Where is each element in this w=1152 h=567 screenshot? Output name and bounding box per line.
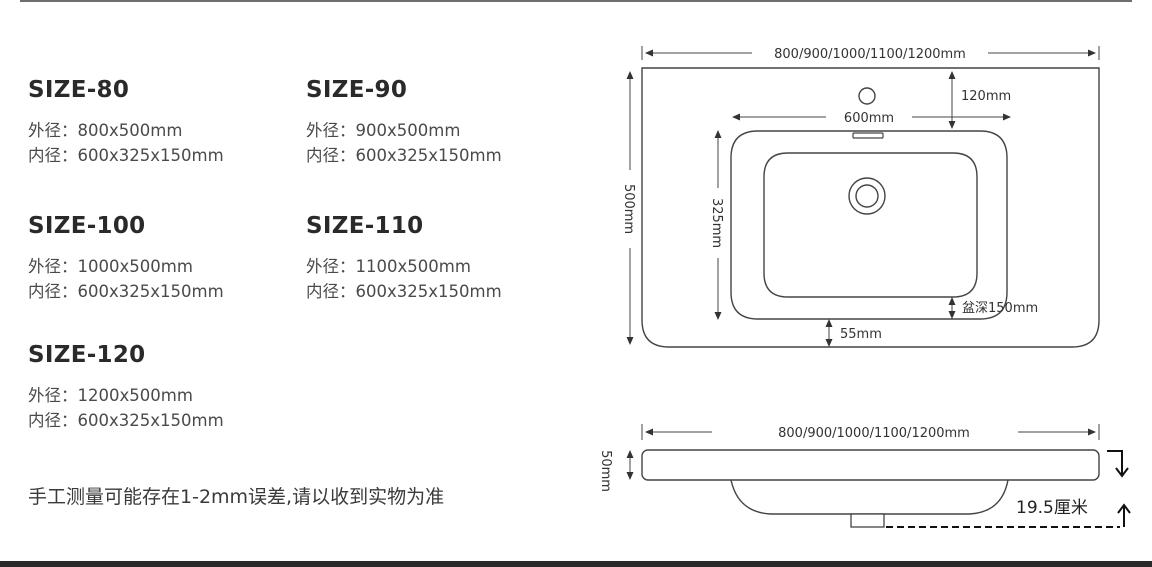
top-view: 800/900/1000/1100/1200mm 500mm 120mm 600… bbox=[621, 46, 1100, 348]
front-margin-dimension: 55mm bbox=[825, 319, 882, 347]
counter-slab-outline bbox=[641, 449, 1100, 481]
height-label: 500mm bbox=[621, 184, 636, 234]
drain-icon bbox=[848, 177, 886, 215]
thickness-dimension: 50mm bbox=[598, 450, 634, 492]
outer-dimension-label: 外径： bbox=[28, 121, 78, 140]
outer-dimension-value: 800x500mm bbox=[77, 121, 183, 140]
overflow-slot bbox=[852, 132, 884, 139]
total-depth-label: 19.5厘米 bbox=[1016, 498, 1088, 518]
size-spec-100: SIZE-100 外径：1000x500mm 内径：600x325x150mm bbox=[28, 212, 224, 304]
size-spec-120: SIZE-120 外径：1200x500mm 内径：600x325x150mm bbox=[28, 341, 224, 433]
inner-dimension-value: 600x325x150mm bbox=[77, 411, 224, 430]
outer-dimension-label: 外径： bbox=[306, 257, 356, 276]
measurement-error-note: 手工测量可能存在1-2mm误差,请以收到实物为准 bbox=[28, 486, 445, 508]
size-spec-110: SIZE-110 外径：1100x500mm 内径：600x325x150mm bbox=[306, 212, 502, 304]
inner-dimension-value: 600x325x150mm bbox=[355, 282, 502, 301]
size-title: SIZE-120 bbox=[28, 342, 146, 368]
outer-dimension-label: 外径： bbox=[28, 386, 78, 405]
bowl-side-outline bbox=[730, 479, 1009, 515]
inner-dimension-value: 600x325x150mm bbox=[77, 146, 224, 165]
outer-dimension-value: 1100x500mm bbox=[355, 257, 471, 276]
faucet-offset-dimension: 120mm bbox=[948, 71, 1011, 129]
outer-dimension-label: 外径： bbox=[306, 121, 356, 140]
faucet-offset-label: 120mm bbox=[961, 89, 1011, 104]
bowl-depth-dimension: 盆深150mm bbox=[948, 297, 1038, 319]
inner-dimension-value: 600x325x150mm bbox=[77, 282, 224, 301]
side-width-dimension: 800/900/1000/1100/1200mm bbox=[641, 424, 1100, 441]
bowl-depth-label: 盆深150mm bbox=[962, 301, 1038, 316]
basin-outer-outline bbox=[641, 67, 1100, 348]
inner-dimension-value: 600x325x150mm bbox=[355, 146, 502, 165]
bowl-length-dimension: 325mm bbox=[709, 130, 724, 320]
side-width-label: 800/900/1000/1100/1200mm bbox=[778, 426, 970, 441]
bowl-width-dimension: 600mm bbox=[732, 111, 1011, 126]
inner-dimension-label: 内径： bbox=[28, 411, 78, 430]
inner-dimension-label: 内径： bbox=[306, 282, 356, 301]
size-title: SIZE-110 bbox=[306, 213, 424, 239]
faucet-hole-icon bbox=[858, 87, 876, 105]
inner-dimension-label: 内径： bbox=[306, 146, 356, 165]
size-title: SIZE-90 bbox=[306, 77, 408, 103]
thickness-label: 50mm bbox=[598, 450, 613, 492]
top-rule bbox=[20, 0, 1132, 2]
outer-dimension-value: 1000x500mm bbox=[77, 257, 193, 276]
inner-dimension-label: 内径： bbox=[28, 146, 78, 165]
front-margin-label: 55mm bbox=[840, 327, 882, 342]
top-width-label: 800/900/1000/1100/1200mm bbox=[774, 47, 966, 62]
bottom-rule bbox=[0, 561, 1152, 567]
bowl-rim-outline bbox=[730, 130, 1008, 320]
outer-dimension-label: 外径： bbox=[28, 257, 78, 276]
outer-dimension-value: 1200x500mm bbox=[77, 386, 193, 405]
size-spec-80: SIZE-80 外径：800x500mm 内径：600x325x150mm bbox=[28, 76, 224, 168]
bowl-width-label: 600mm bbox=[844, 111, 894, 126]
size-title: SIZE-80 bbox=[28, 77, 130, 103]
drain-tail bbox=[850, 513, 885, 528]
down-arrow-icon bbox=[1107, 450, 1129, 478]
bowl-inner-outline bbox=[763, 152, 978, 298]
size-spec-90: SIZE-90 外径：900x500mm 内径：600x325x150mm bbox=[306, 76, 502, 168]
top-width-dimension: 800/900/1000/1100/1200mm bbox=[641, 46, 1100, 62]
side-view: 800/900/1000/1100/1200mm 50mm 19.5厘米 bbox=[598, 424, 1131, 528]
outer-dimension-value: 900x500mm bbox=[355, 121, 461, 140]
bowl-length-label: 325mm bbox=[709, 198, 724, 248]
height-dimension: 500mm bbox=[621, 71, 636, 345]
up-arrow-icon bbox=[1117, 503, 1131, 527]
inner-dimension-label: 内径： bbox=[28, 282, 78, 301]
size-title: SIZE-100 bbox=[28, 213, 146, 239]
